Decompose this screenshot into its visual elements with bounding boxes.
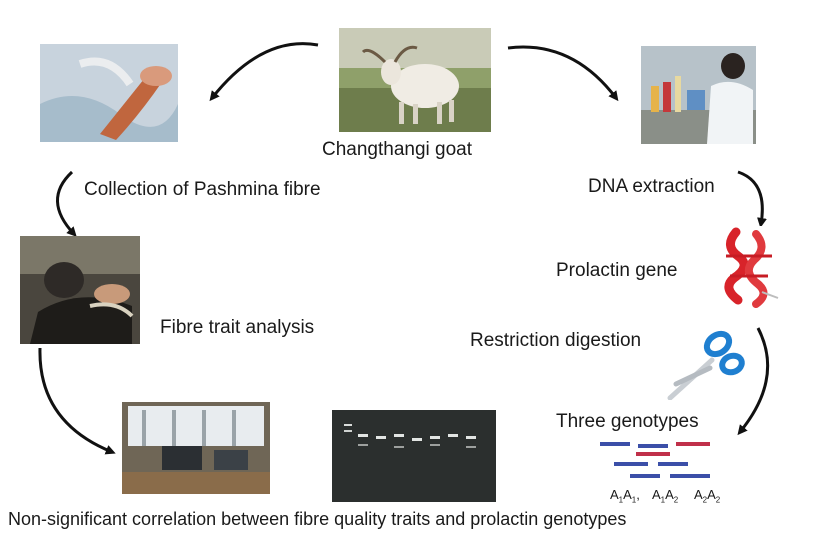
- arrow-dna-to-gene: [737, 170, 767, 228]
- three-genotypes-label: Three genotypes: [556, 411, 699, 432]
- gel-electrophoresis-photo: [332, 410, 496, 502]
- genotype-bands: [600, 442, 710, 478]
- genotype-a1a2: A1A2: [652, 487, 679, 505]
- dna-extraction-label: DNA extraction: [588, 176, 715, 197]
- lab-equipment-photo: [122, 402, 270, 494]
- genotype-a1a1: A1A1,: [610, 487, 640, 505]
- scissors-icon: [662, 324, 746, 400]
- fibre-trait-photo: [20, 236, 140, 344]
- prolactin-gene-label: Prolactin gene: [556, 260, 678, 281]
- fibre-trait-label: Fibre trait analysis: [160, 317, 315, 338]
- genotype-a2a2: A2A2: [694, 487, 721, 505]
- arrow-fibre-to-lab: [38, 347, 116, 455]
- fibre-collection-photo: [40, 44, 178, 142]
- prolactin-gene-structure: [716, 226, 782, 310]
- restriction-digestion-label: Restriction digestion: [470, 330, 642, 351]
- arrow-goat-to-collection: [209, 42, 319, 102]
- collection-label: Collection of Pashmina fibre: [84, 179, 321, 200]
- arrow-collection-to-fibre: [56, 170, 77, 237]
- conclusion-label: Non-significant correlation between fibr…: [8, 509, 627, 529]
- arrow-digestion-to-genotypes: [737, 327, 770, 436]
- goat-photo: [339, 28, 491, 132]
- arrow-goat-to-dna: [507, 45, 619, 102]
- dna-extraction-photo: [641, 46, 756, 144]
- goat-label: Changthangi goat: [322, 139, 473, 160]
